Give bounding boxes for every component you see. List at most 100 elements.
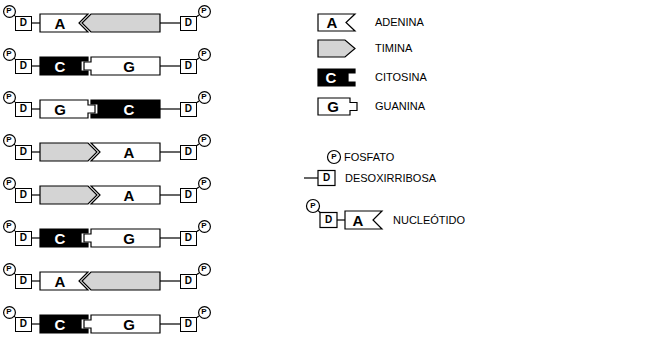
chemical-bond: [160, 151, 180, 152]
node-letter: A: [124, 188, 135, 203]
cytosine-sample: [318, 69, 355, 86]
adenine-sample: [318, 14, 355, 31]
chemical-bond: [197, 230, 199, 231]
phosphate-circle: P: [198, 263, 211, 276]
base-shape: [40, 57, 88, 75]
deoxyribose-box: D: [180, 188, 197, 203]
node-letter: P: [201, 93, 206, 101]
legend-text: TIMINA: [375, 43, 412, 54]
node-letter: P: [201, 50, 206, 58]
node-letter: A: [124, 145, 135, 160]
sample-letter: A: [353, 213, 364, 228]
deoxyribose-box: D: [15, 145, 32, 160]
chemical-bond: [32, 65, 40, 66]
legend-text: GUANINA: [375, 101, 425, 112]
phosphate-circle: P: [3, 263, 16, 276]
chemical-bond: [32, 108, 40, 109]
sugar-bond-sample: [304, 177, 318, 178]
deoxyribose-box: D: [15, 102, 32, 117]
node-letter: P: [201, 308, 206, 316]
node-letter: D: [20, 61, 27, 71]
chemical-bond: [160, 194, 180, 195]
node-letter: P: [6, 136, 11, 144]
chemical-bond: [197, 101, 199, 102]
cytosine-base: C: [40, 315, 88, 333]
node-letter: D: [185, 276, 192, 286]
sample-letter: A: [327, 15, 338, 30]
guanine-base: G: [84, 57, 160, 75]
legend-text: CITOSINA: [375, 72, 427, 83]
legend-text: DESOXIRRIBOSA: [345, 173, 436, 184]
node-letter: P: [201, 7, 206, 15]
cytosine-base: C: [91, 100, 160, 118]
phosphate-circle-outline: [198, 177, 210, 189]
phosphate-circle-outline: [3, 306, 15, 318]
node-letter: D: [185, 104, 192, 114]
phosphate-circle: P: [198, 91, 211, 104]
node-letter: D: [20, 319, 27, 329]
phosphate-circle: P: [198, 177, 211, 190]
base-shape: [40, 229, 88, 247]
node-letter: D: [20, 104, 27, 114]
nucleotide-bond: [337, 219, 345, 220]
deoxyribose-box: D: [15, 274, 32, 289]
chemical-bond: [197, 58, 199, 59]
base-outline: [84, 229, 160, 247]
deoxyribose-box: D: [15, 188, 32, 203]
phosphate-circle: P: [3, 91, 16, 104]
phosphate-circle-outline: [3, 177, 15, 189]
phosphate-circle: P: [198, 220, 211, 233]
adenine-base: A: [91, 143, 160, 161]
base-shape: [40, 272, 88, 290]
thymine-base: [40, 143, 97, 161]
chemical-bond: [160, 65, 180, 66]
guanine-base: G: [84, 315, 160, 333]
node-letter: D: [185, 18, 192, 28]
phosphate-circle-outline: [3, 91, 15, 103]
phosphate-circle: P: [198, 5, 211, 18]
base-shape: [84, 229, 160, 247]
node-letter: P: [6, 179, 11, 187]
thymine-sample: [318, 40, 355, 57]
node-letter: G: [123, 59, 135, 74]
phosphate-circle: P: [198, 306, 211, 319]
base-shape: [40, 14, 88, 32]
node-letter: D: [185, 233, 192, 243]
thymine-base: [82, 14, 160, 32]
thymine-base: [82, 272, 160, 290]
deoxyribose-box: D: [180, 317, 197, 332]
phosphate-circle-outline: [3, 48, 15, 60]
phosphate-circle: P: [3, 5, 16, 18]
phosphate-circle-outline: [198, 306, 210, 318]
node-letter: C: [124, 102, 135, 117]
node-letter: A: [55, 274, 66, 289]
sample-letter: D: [325, 215, 332, 225]
node-letter: P: [6, 93, 11, 101]
phosphate-circle-outline: [198, 48, 210, 60]
node-letter: P: [6, 265, 11, 273]
base-shape: [40, 315, 88, 333]
base-outline: [84, 57, 160, 75]
node-letter: P: [201, 265, 206, 273]
chemical-bond: [197, 187, 199, 188]
chemical-bond: [32, 280, 40, 281]
phosphate-circle-outline: [3, 263, 15, 275]
base-shape: [91, 100, 160, 118]
node-letter: D: [185, 61, 192, 71]
phosphate-circle-outline: [198, 263, 210, 275]
node-letter: P: [201, 222, 206, 230]
phosphate-circle-outline: [3, 5, 15, 17]
phosphate-circle-outline: [198, 220, 210, 232]
node-letter: G: [54, 102, 66, 117]
sample-letter: G: [327, 99, 339, 114]
cytosine-base: C: [40, 57, 88, 75]
node-letter: G: [123, 317, 135, 332]
cytosine-base: C: [40, 229, 88, 247]
phosphate-circle: P: [3, 306, 16, 319]
deoxyribose-box: D: [15, 317, 32, 332]
node-letter: D: [20, 276, 27, 286]
node-letter: P: [201, 179, 206, 187]
chemical-bond: [197, 15, 199, 16]
phosphate-circle-outline: [198, 5, 210, 17]
